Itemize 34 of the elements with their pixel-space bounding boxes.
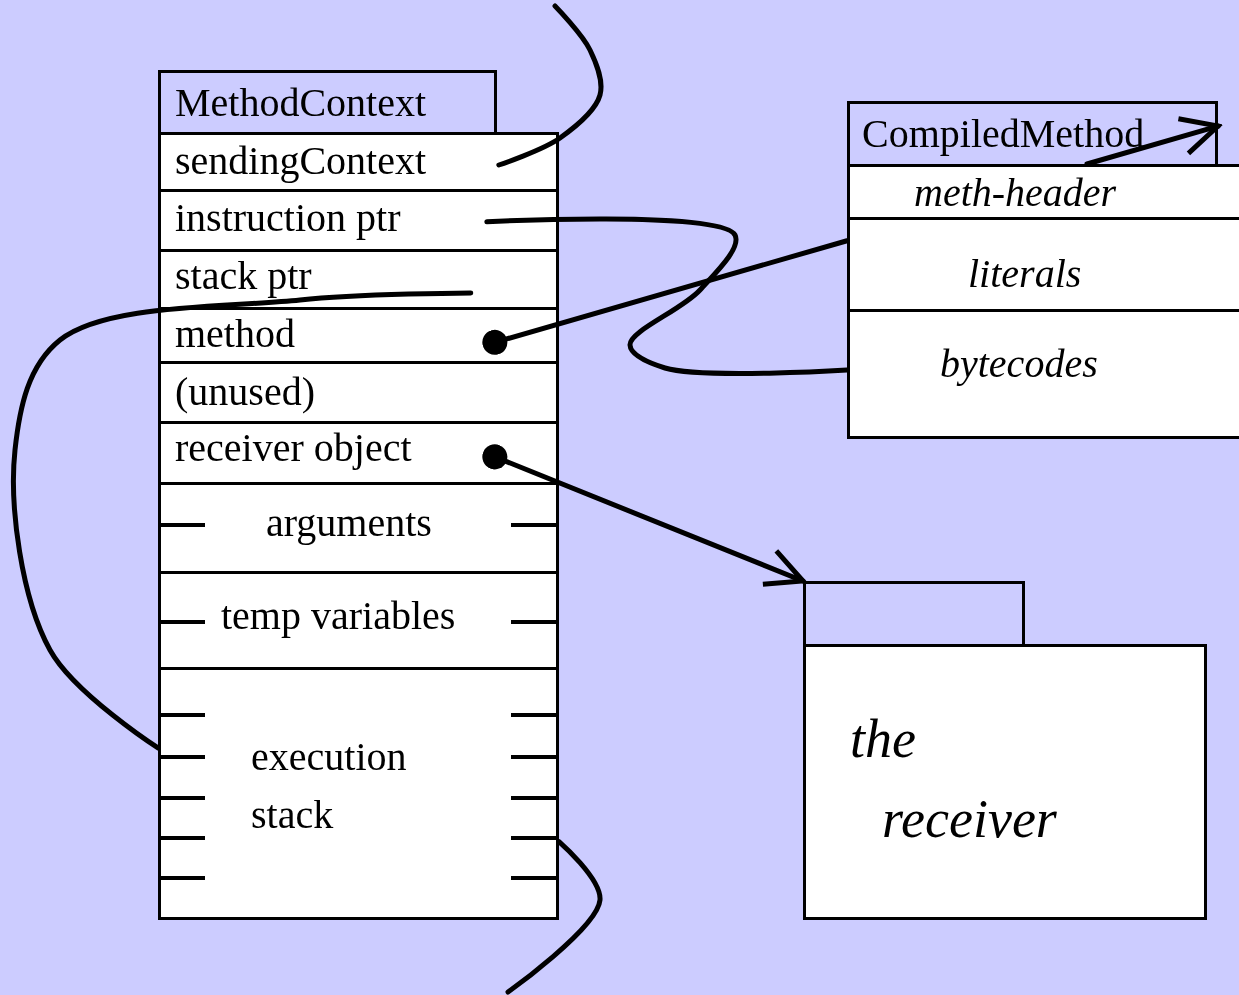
field-name: bytecodes: [940, 342, 1098, 386]
object-body: [803, 644, 1207, 920]
field-slot: [158, 132, 559, 192]
field-slot: [847, 309, 1239, 439]
field-name: meth-header: [914, 171, 1117, 215]
field-slot: [158, 667, 559, 920]
field-name: method: [175, 312, 295, 356]
field-name: (unused): [175, 370, 315, 414]
class-name-tab: [158, 70, 497, 135]
field-slot: [847, 217, 1239, 312]
connector: [484, 216, 850, 376]
connector: [482, 238, 850, 355]
connector: [1084, 116, 1221, 167]
field-slot: [158, 189, 559, 252]
field-slot: [158, 571, 559, 670]
field-name: temp variables: [221, 594, 456, 638]
object-label: the receiver: [850, 708, 1058, 851]
connector: [11, 290, 474, 751]
field-name: sendingContext: [175, 139, 427, 183]
field-name: arguments: [266, 501, 432, 545]
class-name-tab: [847, 101, 1218, 167]
class-name: MethodContext: [175, 81, 427, 125]
field-slot: [158, 361, 559, 424]
field-name: literals: [968, 252, 1082, 296]
field-name: execution stack: [251, 733, 408, 839]
field-slot: [847, 164, 1239, 220]
field-name: stack ptr: [175, 254, 312, 298]
connector: [482, 444, 806, 587]
field-slot: [158, 421, 559, 485]
field-name: instruction ptr: [175, 196, 401, 240]
object-header-tab: [803, 581, 1025, 647]
class-name: CompiledMethod: [862, 112, 1145, 156]
field-slot: [158, 482, 559, 574]
field-name: receiver object: [175, 426, 412, 470]
